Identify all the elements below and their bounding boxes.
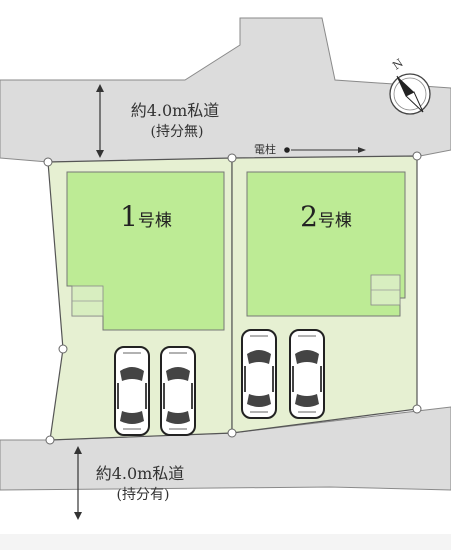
parking-car-1a [114,346,150,436]
top-road-share-label: (持分無) [151,124,204,140]
parking-car-1b [160,346,196,436]
building-1-label: 1号棟 [120,200,172,233]
bottom-road-width-arrow [74,446,82,520]
building-2-label: 2号棟 [300,200,352,233]
bottom-road-share-label: (持分有) [117,487,170,503]
bottom-fade-strip [0,534,451,550]
boundary-markers [43,151,422,445]
top-road-label: 約4.0m私道 [131,101,220,120]
bottom-road-label: 約4.0m私道 [96,464,185,483]
north-compass-icon: N [389,56,431,115]
parking-car-2a [241,329,277,419]
parking-cars [114,329,325,436]
utility-pole-arrow [291,147,366,153]
svg-text:N: N [390,56,406,72]
parking-car-2b [289,329,325,419]
top-road-width-arrow [96,84,104,158]
top-private-road [0,17,451,163]
utility-pole-dot [284,147,290,153]
utility-pole-label: 電柱 [254,142,276,156]
